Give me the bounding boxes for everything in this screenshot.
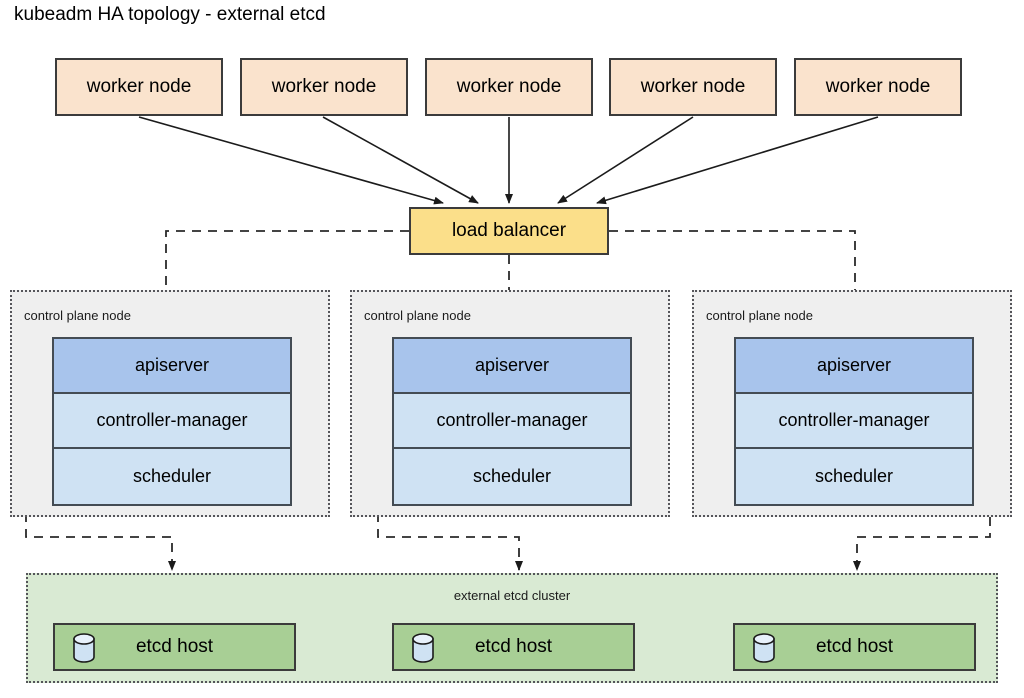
etcd-host-1[interactable]: etcd host bbox=[53, 623, 296, 671]
worker-node-label: worker node bbox=[825, 76, 931, 97]
etcd-host-label: etcd host bbox=[474, 636, 553, 657]
worker-node-4[interactable]: worker node bbox=[609, 58, 777, 116]
etcd-host-label: etcd host bbox=[135, 636, 214, 657]
page-title: kubeadm HA topology - external etcd bbox=[14, 4, 326, 25]
database-icon bbox=[752, 633, 776, 663]
scheduler-component[interactable]: scheduler bbox=[394, 449, 630, 504]
control-plane-node-label: control plane node bbox=[24, 308, 131, 323]
apiserver-component[interactable]: apiserver bbox=[54, 339, 290, 394]
controller-manager-label: controller-manager bbox=[436, 410, 588, 430]
control-plane-component-stack: apiserver controller-manager scheduler bbox=[52, 337, 292, 506]
control-plane-node-3[interactable]: control plane node apiserver controller-… bbox=[692, 290, 1012, 517]
scheduler-label: scheduler bbox=[472, 466, 552, 486]
worker-node-1[interactable]: worker node bbox=[55, 58, 223, 116]
worker-node-label: worker node bbox=[456, 76, 562, 97]
etcd-host-2[interactable]: etcd host bbox=[392, 623, 635, 671]
scheduler-label: scheduler bbox=[814, 466, 894, 486]
worker-node-2[interactable]: worker node bbox=[240, 58, 408, 116]
scheduler-component[interactable]: scheduler bbox=[736, 449, 972, 504]
worker-node-3[interactable]: worker node bbox=[425, 58, 593, 116]
etcd-host-label: etcd host bbox=[815, 636, 894, 657]
database-icon bbox=[72, 633, 96, 663]
apiserver-component[interactable]: apiserver bbox=[736, 339, 972, 394]
controller-manager-component[interactable]: controller-manager bbox=[394, 394, 630, 449]
controller-manager-component[interactable]: controller-manager bbox=[54, 394, 290, 449]
etcd-host-3[interactable]: etcd host bbox=[733, 623, 976, 671]
control-plane-node-label: control plane node bbox=[706, 308, 813, 323]
load-balancer-node[interactable]: load balancer bbox=[409, 207, 609, 255]
controller-manager-label: controller-manager bbox=[96, 410, 248, 430]
etcd-cluster-label: external etcd cluster bbox=[453, 588, 571, 603]
control-plane-node-label: control plane node bbox=[364, 308, 471, 323]
control-plane-node-1[interactable]: control plane node apiserver controller-… bbox=[10, 290, 330, 517]
control-plane-node-2[interactable]: control plane node apiserver controller-… bbox=[350, 290, 670, 517]
apiserver-label: apiserver bbox=[474, 355, 550, 375]
scheduler-component[interactable]: scheduler bbox=[54, 449, 290, 504]
worker-node-label: worker node bbox=[271, 76, 377, 97]
controller-manager-component[interactable]: controller-manager bbox=[736, 394, 972, 449]
load-balancer-label: load balancer bbox=[451, 220, 567, 241]
control-plane-component-stack: apiserver controller-manager scheduler bbox=[734, 337, 974, 506]
database-icon bbox=[411, 633, 435, 663]
external-etcd-cluster[interactable]: external etcd cluster etcd host etcd hos… bbox=[26, 573, 998, 683]
control-plane-component-stack: apiserver controller-manager scheduler bbox=[392, 337, 632, 506]
worker-to-loadbalancer-edges bbox=[138, 116, 879, 205]
worker-node-label: worker node bbox=[640, 76, 746, 97]
worker-node-label: worker node bbox=[86, 76, 192, 97]
apiserver-label: apiserver bbox=[134, 355, 210, 375]
scheduler-label: scheduler bbox=[132, 466, 212, 486]
apiserver-label: apiserver bbox=[816, 355, 892, 375]
apiserver-component[interactable]: apiserver bbox=[394, 339, 630, 394]
controller-manager-label: controller-manager bbox=[778, 410, 930, 430]
worker-node-5[interactable]: worker node bbox=[794, 58, 962, 116]
